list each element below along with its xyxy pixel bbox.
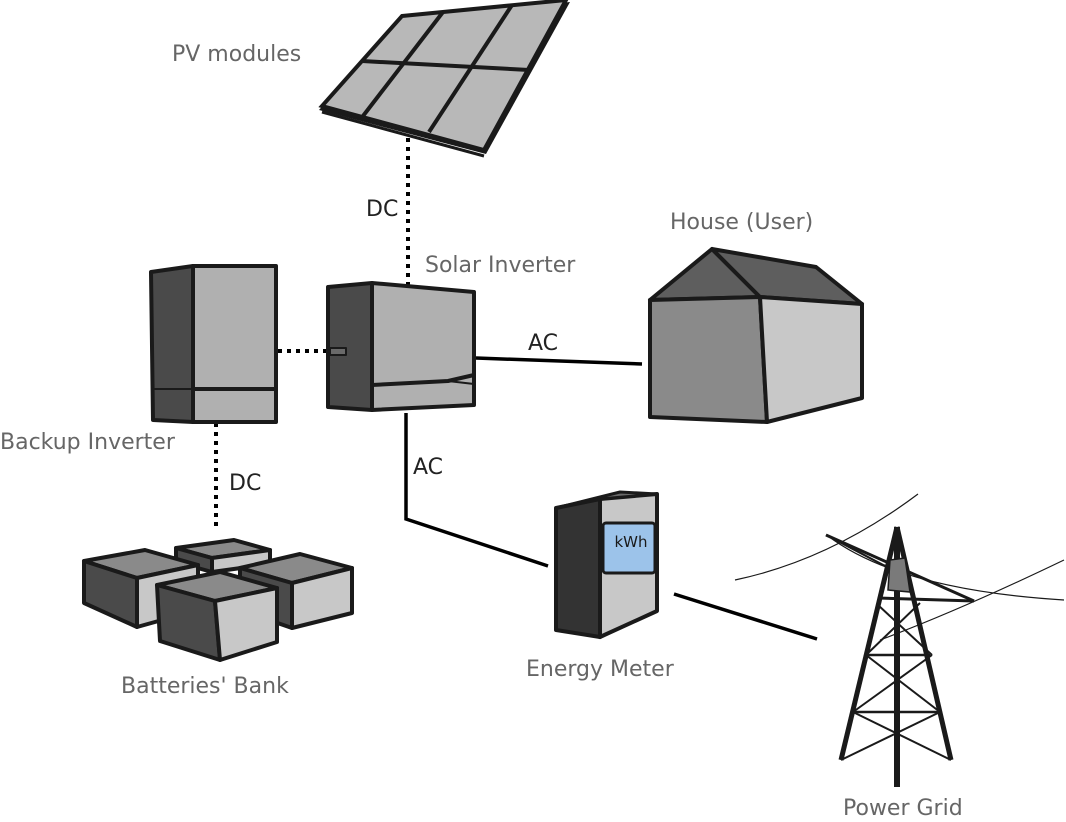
pv-modules (318, 0, 570, 158)
energy-meter: kWh (554, 490, 659, 639)
component-labels: PV modules Solar Inverter House (User) B… (0, 42, 963, 821)
line-meter-grid (673, 592, 818, 641)
power-grid-tower (734, 493, 1065, 787)
connection-labels: DC AC AC DC (229, 197, 558, 496)
solar-inverter (326, 281, 476, 412)
backup-inverter (149, 264, 278, 424)
label-solar-inverter: Solar Inverter (425, 253, 576, 278)
ac-line-inverter-house (475, 356, 643, 366)
batteries-bank (82, 538, 354, 662)
label-house: House (User) (670, 210, 813, 235)
meter-display (601, 521, 657, 575)
house (648, 247, 864, 424)
label-power-grid: Power Grid (843, 796, 963, 817)
label-batteries-bank: Batteries' Bank (121, 674, 289, 699)
connection-lines (214, 138, 818, 641)
label-backup-inverter: Backup Inverter (0, 430, 176, 455)
label-ac-house: AC (528, 331, 558, 356)
label-dc-batteries: DC (229, 471, 261, 496)
label-pv-modules: PV modules (172, 42, 301, 67)
label-energy-meter: Energy Meter (526, 657, 675, 682)
label-dc-pv: DC (366, 197, 398, 222)
meter-display-unit: kWh (614, 533, 647, 551)
ac-line-inverter-meter (404, 413, 549, 568)
label-ac-meter: AC (413, 455, 443, 480)
